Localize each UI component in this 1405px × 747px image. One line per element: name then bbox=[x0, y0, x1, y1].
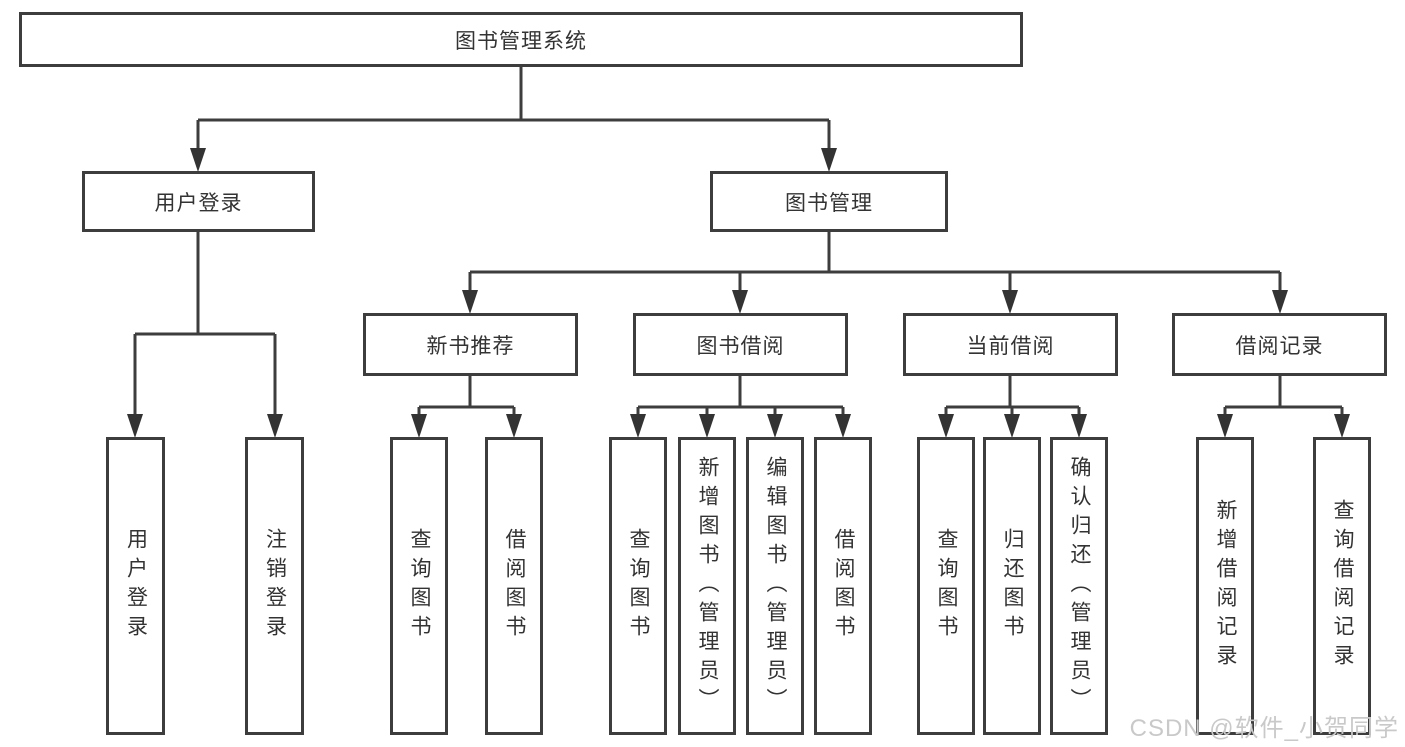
arrow-down-icon bbox=[267, 414, 283, 438]
arrow-down-icon bbox=[732, 290, 748, 314]
arrow-down-icon bbox=[411, 414, 427, 438]
connector-book-borrow-children bbox=[630, 374, 851, 438]
leaf-add-borrow-record: 新增借阅记录 bbox=[1196, 437, 1254, 735]
arrow-down-icon bbox=[1002, 290, 1018, 314]
leaf-query-books-1-label: 查询图书 bbox=[408, 528, 431, 644]
node-book-management-label: 图书管理 bbox=[785, 191, 873, 215]
connector-root-to-level2 bbox=[190, 67, 837, 172]
connector-new-book-recommend-children bbox=[411, 374, 522, 438]
arrow-down-icon bbox=[767, 414, 783, 438]
arrow-down-icon bbox=[1272, 290, 1288, 314]
node-borrow-records-label: 借阅记录 bbox=[1235, 334, 1324, 358]
leaf-edit-book-admin: 编辑图书（管理员） bbox=[746, 437, 804, 735]
leaf-borrow-books-2: 借阅图书 bbox=[814, 437, 872, 735]
arrow-down-icon bbox=[462, 290, 478, 314]
leaf-user-login: 用户登录 bbox=[106, 437, 165, 735]
arrow-down-icon bbox=[699, 414, 715, 438]
node-current-borrow-label: 当前借阅 bbox=[966, 334, 1055, 358]
leaf-confirm-return-admin: 确认归还（管理员） bbox=[1050, 437, 1108, 735]
leaf-add-book-admin: 新增图书（管理员） bbox=[678, 437, 736, 735]
connector-user-login-children bbox=[127, 231, 283, 438]
arrow-down-icon bbox=[821, 148, 837, 172]
connector-current-borrow-children bbox=[938, 374, 1087, 438]
leaf-edit-book-admin-label: 编辑图书（管理员） bbox=[764, 455, 787, 717]
connector-book-management-children bbox=[462, 231, 1288, 314]
leaf-add-borrow-record-label: 新增借阅记录 bbox=[1214, 499, 1237, 673]
node-new-book-recommend: 新书推荐 bbox=[363, 313, 578, 376]
arrow-down-icon bbox=[835, 414, 851, 438]
leaf-borrow-books-2-label: 借阅图书 bbox=[832, 528, 855, 644]
leaf-confirm-return-admin-label: 确认归还（管理员） bbox=[1068, 455, 1091, 717]
arrow-down-icon bbox=[1071, 414, 1087, 438]
node-book-management: 图书管理 bbox=[710, 171, 948, 232]
leaf-query-books-1: 查询图书 bbox=[390, 437, 448, 735]
leaf-query-borrow-record: 查询借阅记录 bbox=[1313, 437, 1371, 735]
connector-borrow-records-children bbox=[1217, 374, 1350, 438]
leaf-borrow-books-1: 借阅图书 bbox=[485, 437, 543, 735]
leaf-return-book: 归还图书 bbox=[983, 437, 1041, 735]
arrow-down-icon bbox=[127, 414, 143, 438]
leaf-logout: 注销登录 bbox=[245, 437, 304, 735]
node-borrow-records: 借阅记录 bbox=[1172, 313, 1387, 376]
arrow-down-icon bbox=[1217, 414, 1233, 438]
leaf-logout-label: 注销登录 bbox=[263, 528, 287, 644]
node-book-borrow-label: 图书借阅 bbox=[696, 334, 785, 358]
arrow-down-icon bbox=[506, 414, 522, 438]
node-current-borrow: 当前借阅 bbox=[903, 313, 1118, 376]
arrow-down-icon bbox=[1334, 414, 1350, 438]
arrow-down-icon bbox=[938, 414, 954, 438]
node-book-borrow: 图书借阅 bbox=[633, 313, 848, 376]
node-new-book-recommend-label: 新书推荐 bbox=[426, 334, 515, 358]
leaf-return-book-label: 归还图书 bbox=[1001, 528, 1024, 644]
arrow-down-icon bbox=[1004, 414, 1020, 438]
node-user-login-label: 用户登录 bbox=[154, 191, 243, 215]
node-user-login: 用户登录 bbox=[82, 171, 315, 232]
arrow-down-icon bbox=[630, 414, 646, 438]
leaf-query-books-2: 查询图书 bbox=[609, 437, 667, 735]
leaf-borrow-books-1-label: 借阅图书 bbox=[503, 528, 526, 644]
node-root: 图书管理系统 bbox=[19, 12, 1023, 67]
leaf-add-book-admin-label: 新增图书（管理员） bbox=[696, 455, 719, 717]
leaf-user-login-label: 用户登录 bbox=[124, 528, 148, 644]
node-root-label: 图书管理系统 bbox=[455, 29, 587, 53]
arrow-down-icon bbox=[190, 148, 206, 172]
leaf-query-borrow-record-label: 查询借阅记录 bbox=[1331, 499, 1354, 673]
leaf-query-books-2-label: 查询图书 bbox=[627, 528, 650, 644]
leaf-query-books-3-label: 查询图书 bbox=[935, 528, 958, 644]
leaf-query-books-3: 查询图书 bbox=[917, 437, 975, 735]
